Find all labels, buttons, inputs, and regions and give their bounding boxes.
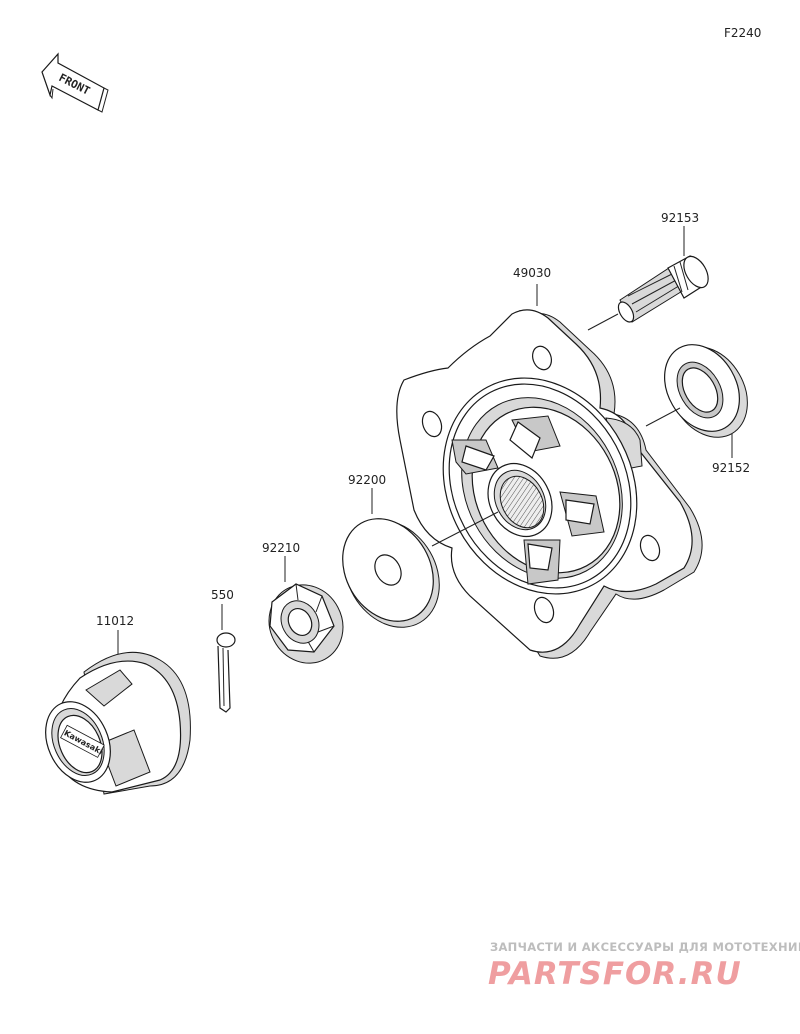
watermark-tagline: ЗАПЧАСТИ И АКСЕССУАРЫ ДЛЯ МОТОТЕХНИКИ: [490, 940, 800, 954]
nut-92210: [268, 583, 344, 664]
front-arrow-icon: FRONT: [41, 52, 109, 113]
cap-11012: Kawasaki: [45, 651, 191, 795]
cotter-pin-550: [216, 632, 236, 713]
part-label-92153: 92153: [661, 211, 699, 225]
figure-code: F2240: [724, 26, 761, 40]
part-label-550: 550: [211, 588, 234, 602]
part-label-49030: 49030: [513, 266, 551, 280]
part-label-92200: 92200: [348, 473, 386, 487]
watermark-brand: PARTSFOR.RU: [488, 956, 742, 992]
hub-49030: [396, 309, 703, 659]
part-label-11012: 11012: [96, 614, 134, 628]
part-label-92152: 92152: [712, 461, 750, 475]
washer-92200: [342, 518, 440, 628]
stud-bolt-92153: [617, 255, 709, 323]
part-label-92210: 92210: [262, 541, 300, 555]
oil-seal-92152: [664, 344, 748, 438]
